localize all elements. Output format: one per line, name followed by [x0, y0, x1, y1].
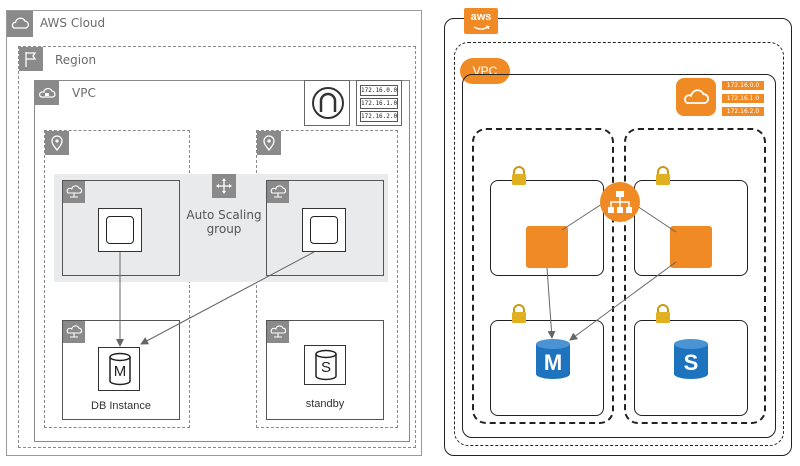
ec2-instance-1: [98, 208, 142, 252]
subnet-icon: [267, 321, 289, 343]
vpc-container-right: [454, 42, 784, 446]
availability-zone-right-2: [624, 128, 766, 424]
load-balancer-icon: [600, 182, 640, 222]
vpc-label-left: VPC: [72, 86, 96, 100]
ec2-instance-right-2: [670, 226, 712, 268]
db-instance-label: DB Instance: [91, 400, 151, 412]
standby-label: standby: [305, 398, 345, 410]
slave-letter: S: [683, 350, 699, 375]
auto-scaling-label-line2: group: [206, 222, 242, 236]
master-letter: M: [543, 350, 563, 375]
flag-icon: [19, 47, 43, 71]
auto-scaling-label-line1: Auto Scaling: [186, 208, 262, 222]
availability-zone-right-1: [472, 128, 614, 424]
auto-scaling-label: Auto Scaling group: [180, 208, 268, 236]
lock-icon: [512, 304, 526, 323]
lb-link-right: [633, 203, 677, 233]
aws-cloud-container: [6, 10, 422, 456]
aws-cloud-label: AWS Cloud: [40, 16, 106, 30]
private-subnet-right-2: [634, 320, 748, 416]
location-pin-icon: [257, 131, 281, 155]
location-pin-icon: [45, 131, 69, 155]
subnet-icon: [63, 181, 85, 203]
subnet-icon: [63, 321, 85, 343]
route-cidr-right-2: 172.16.1.0: [722, 94, 764, 103]
connector-ec2-r2-to-master: [569, 261, 677, 341]
connector-ec2-r1-to-master: [546, 267, 556, 339]
ec2-instance-right-1: [526, 226, 568, 268]
aws-badge-text: aws: [470, 11, 492, 23]
route-cidr-right-3: 172.16.2.0: [722, 107, 764, 116]
private-subnet-right-1: [490, 320, 604, 416]
public-subnet-1: [62, 180, 180, 276]
route-cidr-1: 172.16.0.0: [360, 85, 398, 96]
lock-icon: [512, 166, 526, 185]
vpc-gateway-icon: [676, 78, 716, 116]
master-db-icon: M: [534, 338, 572, 380]
ec2-instance-2: [302, 208, 346, 252]
route-cidr-2: 172.16.1.0: [360, 98, 398, 109]
db-letter: M: [113, 363, 127, 380]
private-subnet-1: [62, 320, 180, 420]
private-subnet-2: [266, 320, 384, 420]
internet-gateway-icon: [304, 80, 350, 126]
aws-container-right: [444, 18, 792, 456]
region-container: [18, 46, 416, 448]
vpc-container-left: [34, 80, 410, 442]
public-subnet-right-2: [634, 180, 748, 276]
public-subnet-2: [266, 180, 384, 276]
route-cidr-3: 172.16.2.0: [360, 111, 398, 122]
public-subnet-right-1: [490, 180, 604, 276]
vpc-icon: [35, 81, 59, 105]
subnet-icon: [267, 181, 289, 203]
cloud-icon: [7, 11, 33, 37]
slave-db-icon: S: [672, 338, 710, 380]
standby-db-icon: S: [304, 345, 346, 385]
lock-icon: [656, 166, 670, 185]
auto-scaling-icon: [212, 174, 236, 198]
connector-ec2-2-to-db: [140, 251, 315, 345]
lock-icon: [656, 304, 670, 323]
route-cidr-right-1: 172.16.0.0: [722, 81, 764, 90]
standby-letter: S: [320, 359, 331, 376]
region-label: Region: [55, 53, 97, 67]
db-instance-icon: M: [98, 347, 140, 391]
vpc-inner-border: [462, 74, 776, 438]
aws-badge: aws: [464, 8, 498, 34]
